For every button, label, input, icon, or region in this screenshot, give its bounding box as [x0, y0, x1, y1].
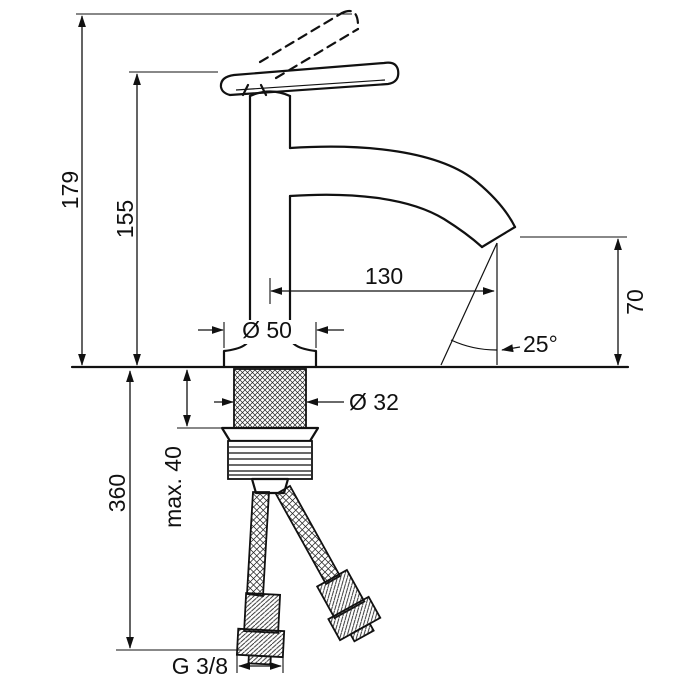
dim-shank-diameter: Ø 32 — [214, 389, 399, 415]
hose-fitting-left — [235, 592, 286, 666]
dim-total-height-label: 179 — [57, 171, 83, 209]
dim-spray-angle-label: 25° — [523, 331, 558, 357]
dimensions: 179 155 130 Ø 50 Ø 32 25 — [57, 13, 648, 679]
hose-fitting-right — [315, 568, 382, 643]
threaded-shank — [233, 368, 307, 429]
dim-max-counter-thickness-label: max. 40 — [160, 446, 186, 528]
dim-connection-thread-label: G 3/8 — [172, 653, 228, 679]
dim-base-diameter-label: Ø 50 — [242, 317, 292, 343]
supply-hose-right — [274, 484, 342, 586]
dim-hose-length-label: 360 — [104, 474, 130, 512]
dim-max-counter-thickness: max. 40 — [160, 369, 222, 528]
supply-hose-left — [246, 491, 270, 598]
dim-hose-length: 360 — [104, 370, 242, 651]
dim-shank-diameter-label: Ø 32 — [349, 389, 399, 415]
handle-lever — [219, 61, 400, 97]
dim-spout-reach: 130 — [269, 263, 495, 304]
dim-total-height: 179 — [57, 13, 352, 366]
spout — [288, 145, 517, 249]
dim-handle-height: 155 — [112, 71, 218, 366]
water-flow-reference — [440, 242, 498, 366]
label-mask — [228, 320, 307, 344]
dim-spray-angle: 25° — [501, 331, 558, 357]
handle-raised-position-dashed — [258, 9, 360, 80]
dim-base-diameter: Ø 50 — [198, 317, 344, 348]
cone-washer — [220, 426, 320, 443]
dim-spout-reach-label: 130 — [365, 263, 403, 289]
dim-handle-height-label: 155 — [112, 200, 138, 238]
dim-outlet-height-label: 70 — [622, 289, 648, 315]
dim-outlet-height: 70 — [520, 236, 648, 366]
faucet-above-counter — [219, 9, 517, 369]
dim-connection-thread: G 3/8 — [172, 653, 284, 679]
mounting-nut — [227, 440, 313, 480]
faucet-below-counter — [220, 368, 382, 666]
